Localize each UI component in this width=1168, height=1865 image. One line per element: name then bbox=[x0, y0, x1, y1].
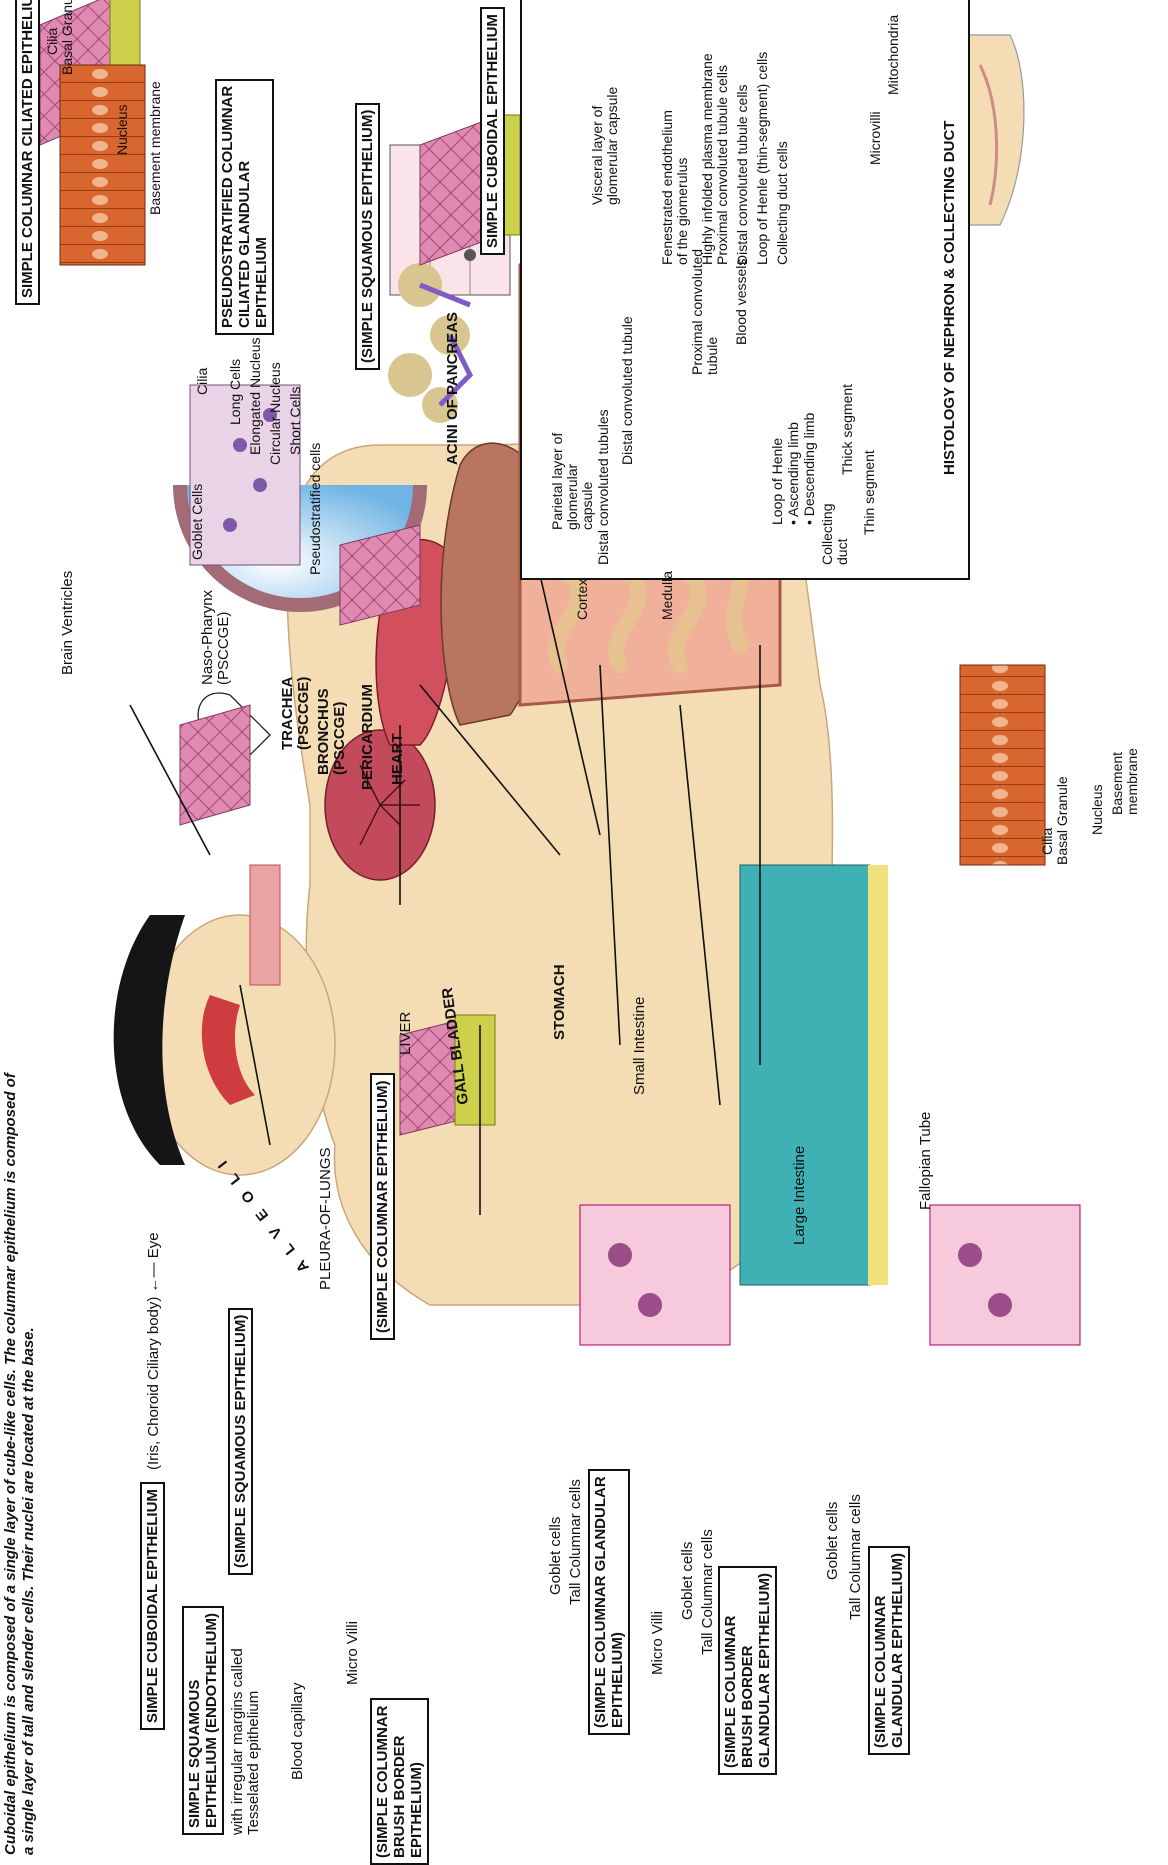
label-iris-eye: (Iris, Choroid Ciliary body) ←— Eye bbox=[146, 1232, 162, 1470]
label-fenestrated: Fenestrated endothelium of the giomerulu… bbox=[660, 110, 690, 265]
box-simple-squamous-mid: (SIMPLE SQUAMOUS EPITHELIUM) bbox=[228, 1308, 253, 1575]
label-long-cells: Long Cells bbox=[228, 359, 243, 425]
label-collecting-cells: Collecting duct cells bbox=[775, 141, 790, 265]
label-goblet-cells-1: Goblet cells bbox=[548, 1517, 564, 1595]
label-collecting-duct: Collecting duct bbox=[820, 504, 850, 565]
label-proximal-tubule: Proximal convoluted tubule bbox=[690, 249, 720, 375]
label-infolded: Highly infolded plasma membrane Proximal… bbox=[700, 53, 730, 265]
label-small-intestine: Small Intestine bbox=[632, 997, 648, 1095]
label-goblet-cells-2: Goblet cells bbox=[680, 1542, 696, 1620]
box-simple-squamous-top: (SIMPLE SQUAMOUS EPITHELIUM) bbox=[355, 103, 380, 370]
label-circular-nucleus: Circular Nucleus bbox=[268, 362, 283, 465]
box-simple-cuboidal-left: SIMPLE CUBOIDAL EPITHELIUM bbox=[140, 1482, 165, 1730]
label-goblet-cells-pseudo: Goblet Cells bbox=[190, 484, 205, 560]
label-nucleus-1: Nucleus bbox=[115, 104, 130, 155]
label-brain-ventricles: Brain Ventricles bbox=[60, 571, 76, 675]
box-simple-cuboidal-top: SIMPLE CUBOIDAL EPITHELIUM bbox=[480, 7, 505, 255]
intro-line-2: a single layer of tall and slender cells… bbox=[20, 1327, 37, 1855]
columnar-ciliated-tissue-1 bbox=[60, 65, 145, 265]
label-tall-columnar-3: Tall Columnar cells bbox=[848, 1494, 864, 1620]
box-brush-border-left: (SIMPLE COLUMNAR BRUSH BORDER EPITHELIUM… bbox=[370, 1699, 429, 1865]
label-henle-cells: Loop of Henle (thin-segment) cells bbox=[755, 52, 770, 265]
label-descending-limb: • Descending limb bbox=[802, 413, 817, 525]
glandular-cells-1 bbox=[580, 1205, 730, 1345]
label-thin-segment: Thin segment bbox=[862, 450, 877, 535]
box-brush-border-glandular: (SIMPLE COLUMNAR BRUSH BORDER GLANDULAR … bbox=[718, 1566, 777, 1775]
label-pericardium: PERICARDIUM bbox=[360, 684, 376, 790]
label-microvilli: Microvilli bbox=[868, 111, 883, 165]
label-blood-capillary: Blood capillary bbox=[290, 1682, 306, 1780]
label-pseudostratified-cells: Pseudostratified cells bbox=[308, 443, 323, 575]
label-pleura: PLEURA-OF-LUNGS bbox=[318, 1147, 334, 1290]
intro-line-1: Cuboidal epithelium is composed of a sin… bbox=[2, 1073, 19, 1855]
nephron-title: HISTOLOGY OF NEPHRON & COLLECTING DUCT bbox=[942, 121, 958, 475]
label-distal-tubule: Distal convoluted tubule bbox=[620, 316, 635, 465]
label-thick-segment: Thick segment bbox=[840, 384, 855, 475]
label-distal-tubules: Distal convoluted tubules bbox=[596, 409, 611, 565]
label-basement-membrane-1: Basement membrane bbox=[148, 81, 163, 215]
box-simple-columnar: (SIMPLE COLUMNAR EPITHELIUM) bbox=[370, 1074, 395, 1341]
label-trachea: TRACHEA (PSCCGE) bbox=[280, 677, 312, 750]
label-stomach: STOMACH bbox=[552, 964, 568, 1040]
box-pseudostratified: PSEUDOSTRATIFIED COLUMNAR CILIATED GLAND… bbox=[215, 79, 274, 335]
label-bronchus: BRONCHUS (PSCCGE) bbox=[316, 688, 348, 775]
label-parietal-layer: Parietal layer of glomerular capsule bbox=[550, 433, 595, 530]
label-basal-granule-1: Basal Granule bbox=[60, 0, 75, 75]
box-columnar-glandular-1: (SIMPLE COLUMNAR GLANDULAR EPITHELIUM) bbox=[588, 1469, 630, 1735]
label-basal-granule-2: Basal Granule bbox=[1055, 776, 1070, 865]
label-cilia-3: Cilia bbox=[1040, 828, 1055, 855]
label-tall-columnar-2: Tall Columnar cells bbox=[700, 1529, 716, 1655]
box-simple-columnar-ciliated: SIMPLE COLUMNAR CILIATED EPITHELIUM bbox=[15, 0, 40, 305]
label-micro-villi-left: Micro Villi bbox=[345, 1621, 361, 1685]
label-mitochondria: Mitochondria bbox=[886, 15, 901, 95]
label-cilia-2: Cilia bbox=[195, 368, 210, 395]
label-distal-cells: Distal convoluted tubule cells bbox=[735, 84, 750, 265]
label-micro-villi: Micro Villi bbox=[650, 1611, 666, 1675]
label-blood-vessels: Blood vessels bbox=[734, 259, 749, 345]
label-tall-columnar-1: Tall Columnar cells bbox=[568, 1479, 584, 1605]
label-visceral-layer: Visceral layer of glomerular capsule bbox=[590, 87, 620, 205]
label-elongated-nucleus: Elongated Nucleus bbox=[248, 337, 263, 455]
box-simple-squamous-endothelium: SIMPLE SQUAMOUS EPITHELIUM (ENDOTHELIUM) bbox=[182, 1606, 224, 1835]
box-columnar-glandular-2: (SIMPLE COLUMNAR GLANDULAR EPITHELIUM) bbox=[868, 1546, 910, 1755]
label-fallopian-tube: Fallopian Tube bbox=[918, 1112, 934, 1210]
label-acini: ACINI OF PANCREAS bbox=[445, 312, 461, 465]
label-ascending-limb: • Ascending limb bbox=[786, 422, 801, 525]
columnar-ciliated-tissue-2 bbox=[960, 665, 1045, 865]
label-loop-of-henle: Loop of Henle bbox=[770, 438, 785, 525]
label-cortex: Cortex bbox=[575, 579, 590, 620]
label-liver: LIVER bbox=[398, 1012, 414, 1055]
brush-border-tissue bbox=[740, 865, 888, 1285]
label-irregular-margins: with irregular margins called Tesselated… bbox=[230, 1648, 262, 1835]
label-goblet-cells-3: Goblet cells bbox=[825, 1502, 841, 1580]
label-medulla: Medulla bbox=[660, 571, 675, 620]
label-heart: HEART bbox=[390, 733, 406, 785]
squamous-block-1 bbox=[180, 705, 250, 825]
label-nucleus-2: Nucleus bbox=[1090, 784, 1105, 835]
glandular-cells-2 bbox=[930, 1205, 1080, 1345]
label-cilia-1: Cilia bbox=[45, 28, 60, 55]
label-basement-membrane-2: Basement membrane bbox=[1110, 748, 1140, 815]
label-large-intestine: Large Intestine bbox=[792, 1146, 808, 1245]
pseudostratified-tissue bbox=[190, 385, 300, 565]
label-short-cells: Short Cells bbox=[288, 387, 303, 455]
label-naso-pharynx: Naso-Pharynx (PSCCGE) bbox=[200, 590, 232, 685]
